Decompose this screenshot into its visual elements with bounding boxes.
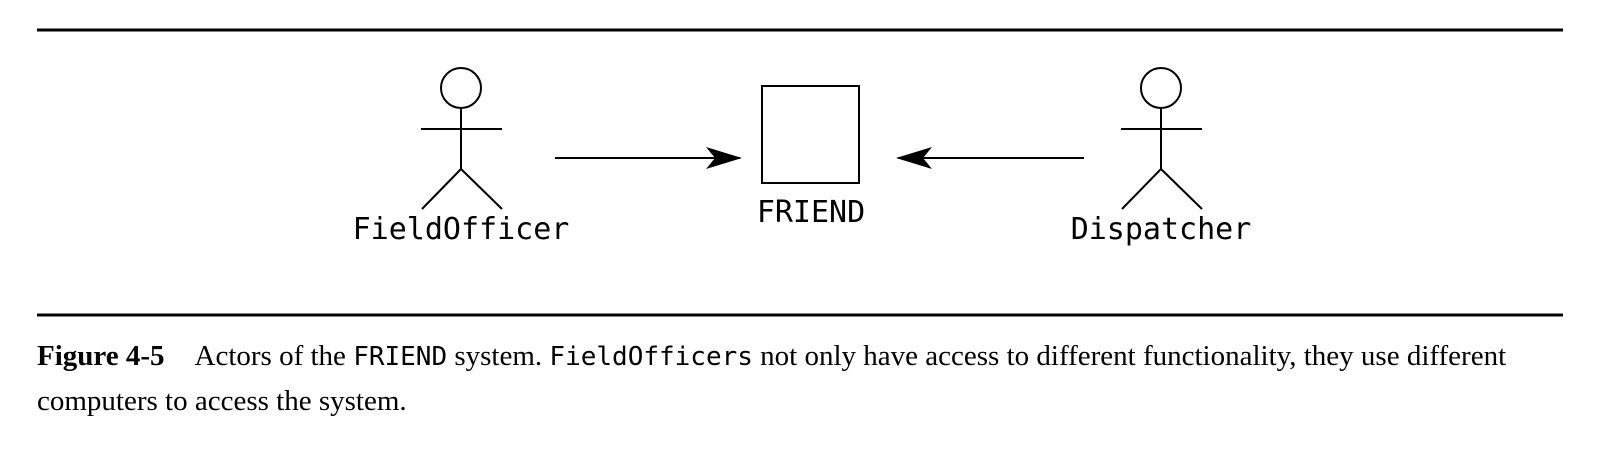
actor-fieldofficer-label: FieldOfficer bbox=[353, 212, 570, 247]
actor-dispatcher-label: Dispatcher bbox=[1071, 212, 1252, 247]
system-label: FRIEND bbox=[757, 195, 865, 230]
actor-fieldofficer-head bbox=[440, 67, 482, 109]
caption-code-fieldofficers: FieldOfficers bbox=[549, 342, 753, 372]
caption-text-1: Actors of the bbox=[194, 340, 354, 372]
caption-text-2: system. bbox=[447, 340, 550, 372]
actor-dispatcher-right-leg bbox=[1160, 168, 1203, 210]
caption-text-3: not only have access to different functi… bbox=[37, 340, 1507, 417]
actor-dispatcher-head bbox=[1140, 67, 1182, 109]
actor-fieldofficer-right-leg bbox=[460, 168, 503, 210]
actor-dispatcher bbox=[1121, 67, 1203, 210]
actor-fieldofficer bbox=[421, 67, 503, 210]
system-box bbox=[761, 85, 860, 184]
actor-dispatcher-left-leg bbox=[1121, 168, 1162, 210]
actor-fieldofficer-left-leg bbox=[421, 168, 462, 210]
use-case-diagram: FieldOfficer Dispatcher FRIEND bbox=[37, 28, 1563, 317]
figure-caption: Figure 4-5 Actors of the FRIEND system. F… bbox=[37, 334, 1567, 423]
caption-code-friend: FRIEND bbox=[353, 342, 448, 372]
figure-number: Figure 4-5 bbox=[37, 340, 165, 372]
